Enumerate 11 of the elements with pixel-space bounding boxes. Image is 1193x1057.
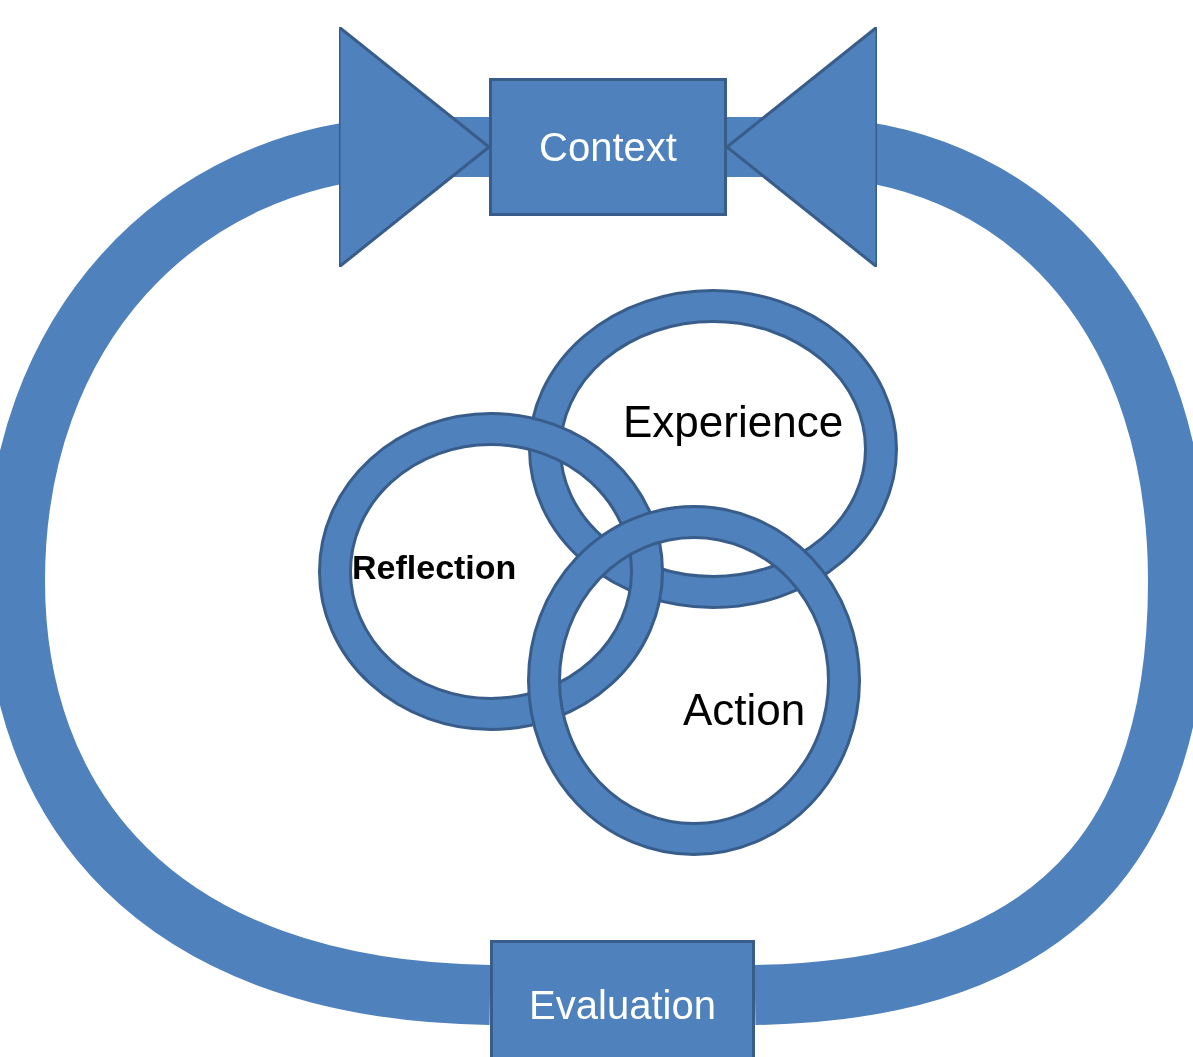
ring-label: Action <box>683 685 806 735</box>
curved-arrow <box>725 25 1193 1025</box>
ring-label: Experience <box>623 397 844 447</box>
label-box <box>489 78 727 216</box>
box-label: Evaluation <box>529 982 716 1028</box>
label-box <box>490 940 755 1057</box>
box-label: Context <box>539 124 677 170</box>
ring <box>527 505 861 856</box>
ring <box>528 289 898 609</box>
curved-arrow <box>0 25 492 1025</box>
ring-label: Reflection <box>352 548 517 587</box>
